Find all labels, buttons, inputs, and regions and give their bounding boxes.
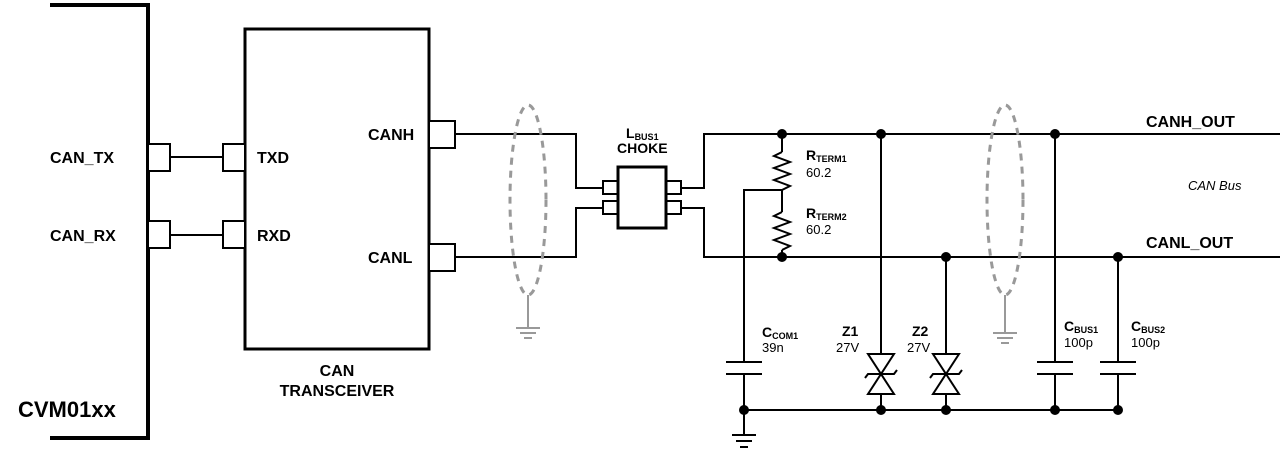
transceiver-pin-rxd bbox=[222, 220, 246, 249]
transceiver-pin-rxd-label: RXD bbox=[257, 228, 291, 245]
cbus2-ref: CBUS2 bbox=[1131, 318, 1165, 335]
transceiver-pin-canh bbox=[428, 120, 456, 149]
junction-dot bbox=[1050, 405, 1060, 415]
can-bus-label: CAN Bus bbox=[1188, 178, 1242, 193]
transceiver-title-line1: CAN bbox=[320, 363, 355, 380]
mcu-pin-can-tx-label: CAN_TX bbox=[50, 150, 114, 167]
rterm2-body bbox=[771, 211, 793, 251]
transceiver-block bbox=[243, 27, 431, 351]
wire-canh-to-choke bbox=[455, 133, 603, 189]
z1-value: 27V bbox=[836, 340, 859, 355]
mcu-name: CVM01xx bbox=[18, 397, 117, 422]
junction-dot bbox=[941, 252, 951, 262]
rterm2-value: 60.2 bbox=[806, 222, 831, 237]
choke-pin-1 bbox=[602, 180, 619, 195]
shield-left-ground-icon bbox=[516, 327, 540, 339]
transceiver-pin-canl-label: CANL bbox=[368, 250, 413, 267]
junction-dot bbox=[1050, 129, 1060, 139]
canh-out-label: CANH_OUT bbox=[1146, 114, 1235, 131]
shield-right-ground-icon bbox=[993, 332, 1017, 344]
transceiver-pin-canh-label: CANH bbox=[368, 127, 414, 144]
cbus1-value: 100p bbox=[1064, 335, 1093, 350]
junction-dot bbox=[876, 129, 886, 139]
wire-rterm-mid-to-ccom bbox=[743, 189, 782, 362]
rterm2-ref: RTERM2 bbox=[806, 205, 847, 222]
choke-desc: CHOKE bbox=[617, 140, 668, 156]
transceiver-title-line2: TRANSCEIVER bbox=[280, 383, 395, 400]
choke-ref: LBUS1 bbox=[626, 125, 659, 142]
z1-bar bbox=[864, 369, 898, 379]
junction-dot bbox=[777, 252, 787, 262]
mcu-pin-can-rx-label: CAN_RX bbox=[50, 228, 116, 245]
cable-shield-left bbox=[508, 103, 548, 297]
wire-canl-to-choke bbox=[455, 207, 603, 258]
rterm1-body bbox=[771, 151, 793, 191]
z1-ref: Z1 bbox=[842, 323, 859, 339]
transceiver-pin-txd bbox=[222, 143, 246, 172]
ccom1-ref: CCOM1 bbox=[762, 324, 798, 341]
cbus1-ref: CBUS1 bbox=[1064, 318, 1098, 335]
choke-pin-3 bbox=[665, 180, 682, 195]
ccom1-value: 39n bbox=[762, 340, 784, 355]
rterm1-value: 60.2 bbox=[806, 165, 831, 180]
junction-dot bbox=[1113, 405, 1123, 415]
choke-body bbox=[616, 165, 668, 230]
choke-pin-2 bbox=[602, 200, 619, 215]
mcu-pin-can-tx bbox=[147, 143, 171, 172]
junction-dot bbox=[777, 129, 787, 139]
z2-value: 27V bbox=[907, 340, 930, 355]
mcu-pin-can-rx bbox=[147, 220, 171, 249]
choke-pin-4 bbox=[665, 200, 682, 215]
junction-dot bbox=[1113, 252, 1123, 262]
wire-canl-bus bbox=[681, 207, 1280, 258]
z2-ref: Z2 bbox=[912, 323, 929, 339]
z2-bar bbox=[929, 369, 963, 379]
rterm1-ref: RTERM1 bbox=[806, 147, 847, 164]
junction-dot bbox=[876, 405, 886, 415]
mcu-block-outline bbox=[50, 3, 150, 440]
transceiver-pin-txd-label: TXD bbox=[257, 150, 289, 167]
canl-out-label: CANL_OUT bbox=[1146, 235, 1233, 252]
cable-shield-right bbox=[985, 103, 1025, 297]
chassis-ground-icon bbox=[732, 434, 756, 448]
transceiver-pin-canl bbox=[428, 243, 456, 272]
junction-dot bbox=[941, 405, 951, 415]
junction-dot bbox=[739, 405, 749, 415]
cbus2-value: 100p bbox=[1131, 335, 1160, 350]
